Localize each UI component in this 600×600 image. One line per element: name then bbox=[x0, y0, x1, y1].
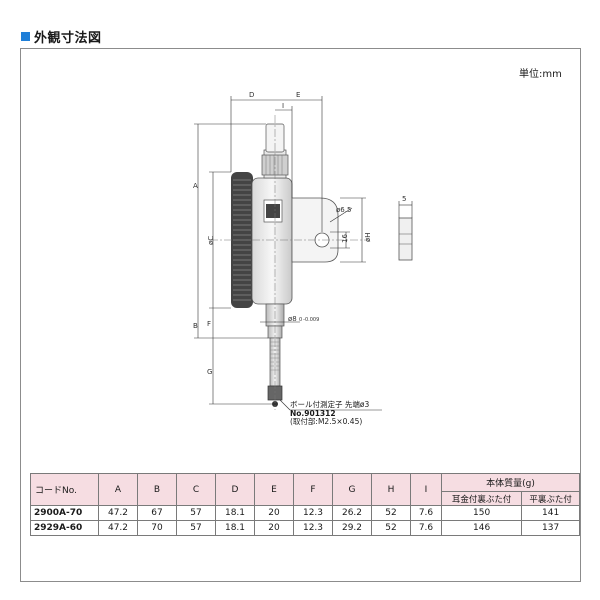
cell-mass-lug: 150 bbox=[440, 505, 523, 521]
unit-label: 単位:mm bbox=[519, 69, 562, 80]
contact-point-callout: ボール付測定子 先端ø3 No.901312 (取付部:M2.5×0.45) bbox=[290, 400, 370, 427]
dim-label-i: I bbox=[282, 102, 284, 110]
dim-label-h: øH bbox=[364, 232, 372, 242]
top-cap bbox=[265, 123, 285, 153]
header-mass-flat: 平裏ぶた付 bbox=[521, 491, 580, 506]
cell-c: 57 bbox=[176, 520, 216, 536]
table-row: 2900A-70 47.2 67 57 18.1 20 12.3 26.2 52… bbox=[30, 505, 580, 521]
header-code: コードNo. bbox=[30, 473, 99, 506]
heading-text: 外観寸法図 bbox=[34, 31, 102, 46]
header-c: C bbox=[176, 473, 216, 506]
cell-d: 18.1 bbox=[215, 505, 255, 521]
cell-i: 7.6 bbox=[410, 520, 442, 536]
dimension-lines bbox=[194, 96, 382, 411]
header-d: D bbox=[215, 473, 255, 506]
header-mass-lug: 耳金付裏ぶた付 bbox=[440, 491, 523, 506]
dim-label-stem-tol: 0 -0.009 bbox=[299, 317, 319, 323]
cell-g: 26.2 bbox=[332, 505, 372, 521]
dial-indicator-drawing: D E I A B øC F G øH ø6.5 16 5 ø8 0 -0.00… bbox=[193, 91, 413, 411]
cell-f: 12.3 bbox=[293, 520, 333, 536]
dim-label-b: B bbox=[193, 322, 198, 330]
dim-label-f: F bbox=[207, 320, 211, 328]
lug-side-view bbox=[398, 217, 413, 261]
header-mass: 本体質量(g) bbox=[441, 473, 580, 492]
cell-code: 2900A-70 bbox=[30, 505, 99, 521]
dim-label-stem: ø8 bbox=[288, 315, 297, 323]
drawing-frame bbox=[20, 48, 581, 582]
body-window-inner bbox=[266, 204, 280, 218]
cell-d: 18.1 bbox=[215, 520, 255, 536]
header-h: H bbox=[371, 473, 411, 506]
dim-label-hole: ø6.5 bbox=[336, 206, 351, 214]
cell-h: 52 bbox=[371, 520, 411, 536]
header-e: E bbox=[254, 473, 294, 506]
cell-i: 7.6 bbox=[410, 505, 442, 521]
dim-label-d: D bbox=[249, 91, 254, 99]
callout-contact-point: ボール付測定子 先端ø3 bbox=[290, 400, 370, 409]
contact-ball bbox=[272, 401, 278, 407]
header-g: G bbox=[332, 473, 372, 506]
header-a: A bbox=[98, 473, 138, 506]
cell-a: 47.2 bbox=[98, 505, 138, 521]
dim-label-g: G bbox=[207, 368, 212, 376]
cell-e: 20 bbox=[254, 520, 294, 536]
cell-e: 20 bbox=[254, 505, 294, 521]
dim-label-a: A bbox=[193, 182, 198, 190]
section-heading: 外観寸法図 bbox=[21, 27, 102, 46]
cell-a: 47.2 bbox=[98, 520, 138, 536]
dim-label-thickness: 5 bbox=[402, 195, 406, 203]
cell-h: 52 bbox=[371, 505, 411, 521]
cell-b: 67 bbox=[137, 505, 177, 521]
cell-f: 12.3 bbox=[293, 505, 333, 521]
header-b: B bbox=[137, 473, 177, 506]
dim-label-c: øC bbox=[207, 236, 215, 245]
spec-table: コードNo. A B C D E F G H I 本体質量(g) 耳金付裏ぶた付… bbox=[30, 473, 580, 536]
cell-mass-lug: 146 bbox=[440, 520, 523, 536]
cell-c: 57 bbox=[176, 505, 216, 521]
callout-part-no: No.901312 bbox=[290, 408, 336, 418]
dim-label-hole-spacing: 16 bbox=[341, 234, 349, 243]
cell-code: 2929A-60 bbox=[30, 520, 99, 536]
cell-g: 29.2 bbox=[332, 520, 372, 536]
header-f: F bbox=[293, 473, 333, 506]
callout-thread: (取付部:M2.5×0.45) bbox=[290, 417, 363, 427]
back-lug bbox=[291, 197, 339, 263]
dial-body bbox=[251, 177, 293, 305]
top-knurl-lines bbox=[265, 155, 283, 175]
heading-square-icon bbox=[21, 32, 30, 41]
cell-mass-flat: 137 bbox=[521, 520, 580, 536]
cell-mass-flat: 141 bbox=[521, 505, 580, 521]
dim-label-e: E bbox=[296, 91, 300, 99]
thickness-dim bbox=[398, 201, 413, 218]
table-row: 2929A-60 47.2 70 57 18.1 20 12.3 29.2 52… bbox=[30, 520, 580, 536]
cell-b: 70 bbox=[137, 520, 177, 536]
header-i: I bbox=[410, 473, 442, 506]
